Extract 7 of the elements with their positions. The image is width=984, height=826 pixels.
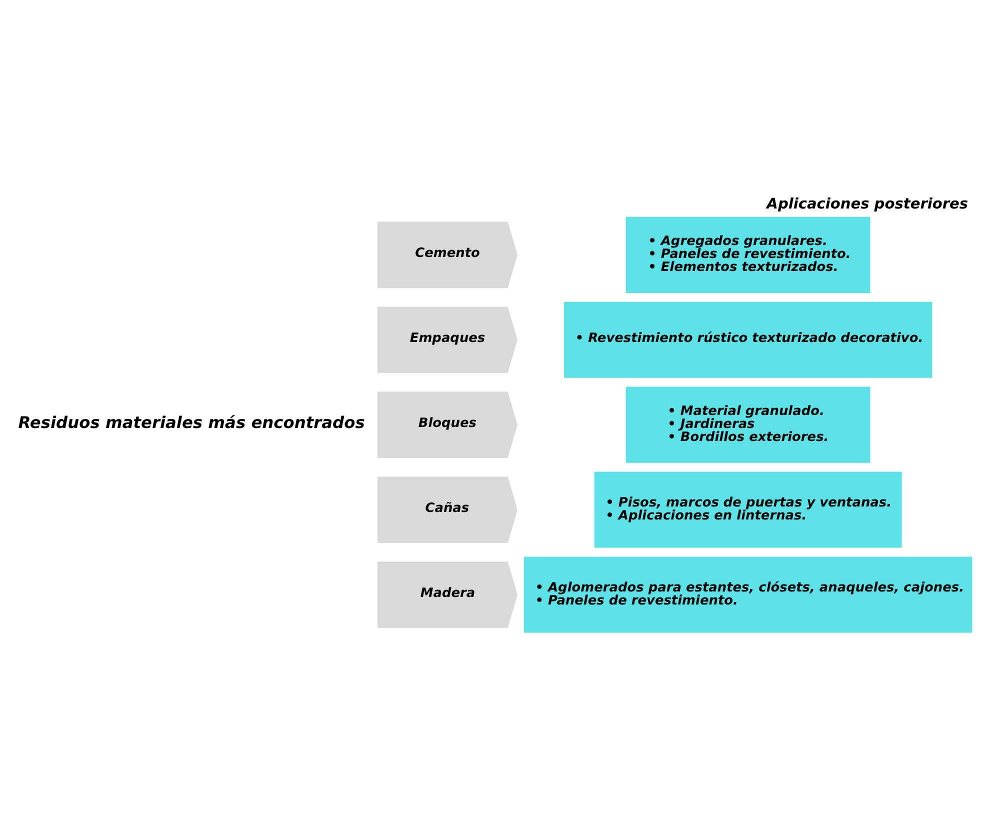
- node-box: • Agregados granulares. • Paneles de revestimiento. • Elementos texturizados.: [626, 216, 870, 292]
- node-box: • Material granulado. • Jardineras • Bordillos exteriores.: [626, 386, 870, 462]
- node-box: • Aglomerados para estantes, clósets, anaqueles, cajones. • Paneles de revestimiento.: [524, 556, 972, 632]
- node-box: • Pisos, marcos de puertas y ventanas. • Aplicaciones en linternas.: [594, 471, 902, 548]
- diagram-title: Aplicaciones posteriores: [766, 194, 968, 212]
- node-box: • Revestimiento rústico texturizado decorativo.: [564, 301, 932, 378]
- label: Residuos materiales más encontrados: [18, 412, 365, 432]
